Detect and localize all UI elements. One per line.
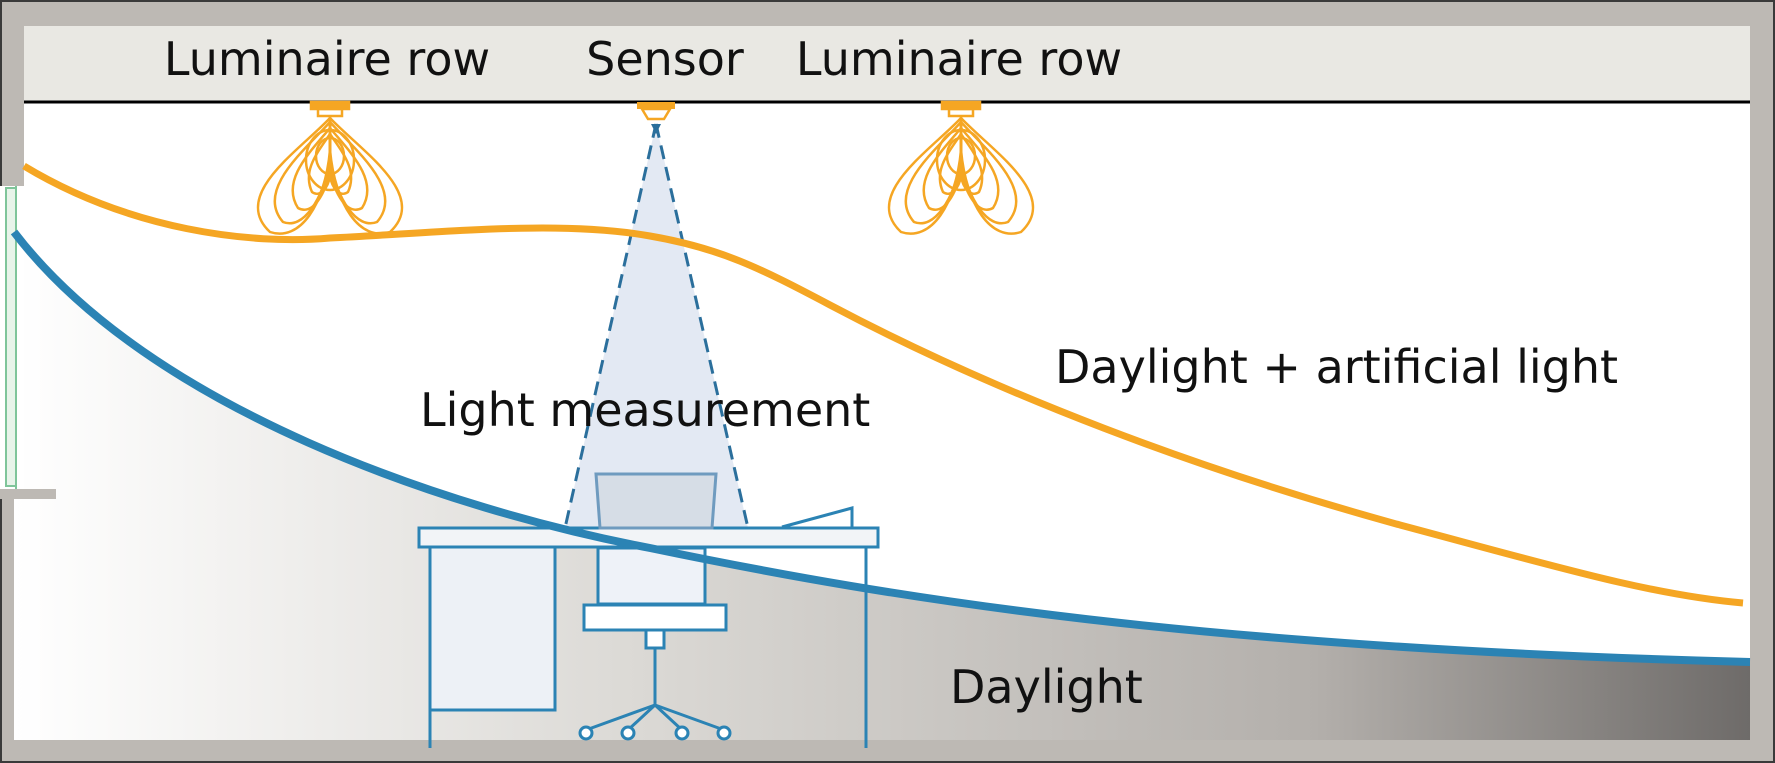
desk-drawer-unit (428, 545, 557, 712)
combined-curve-label: Daylight + artificial light (1055, 340, 1618, 394)
sensor-cone-edge-right (654, 123, 750, 529)
sensor-cone-edge-left (563, 123, 658, 529)
luminaire-left-lens (316, 107, 344, 118)
document-on-desk (781, 506, 854, 529)
chair-seat (582, 603, 728, 632)
chair-column (644, 628, 666, 650)
combined-light-curve (22, 163, 1744, 607)
luminaire-right-lens (947, 107, 975, 118)
sensor-dome (639, 107, 673, 121)
luminaire-right-distribution-curve (887, 114, 1035, 235)
window-sill (0, 489, 56, 499)
sensor (637, 102, 675, 134)
light-measurement-label: Light measurement (420, 383, 870, 437)
laptop-screen (594, 472, 718, 530)
office-chair (578, 546, 732, 741)
luminaire-left-label: Luminaire row (164, 32, 490, 86)
desk (417, 526, 880, 748)
luminaire-right (887, 100, 1035, 235)
sensor-housing (637, 102, 675, 109)
laptop (594, 472, 718, 530)
luminaire-right-label: Luminaire row (796, 32, 1122, 86)
sensor-eye (651, 124, 661, 134)
daylight-curve-label: Daylight (950, 660, 1143, 714)
ceiling (24, 26, 1750, 102)
sensor-cone (565, 124, 748, 528)
daylight-curve (10, 229, 1751, 666)
sensor-label: Sensor (586, 32, 744, 86)
chair-base (578, 703, 732, 741)
